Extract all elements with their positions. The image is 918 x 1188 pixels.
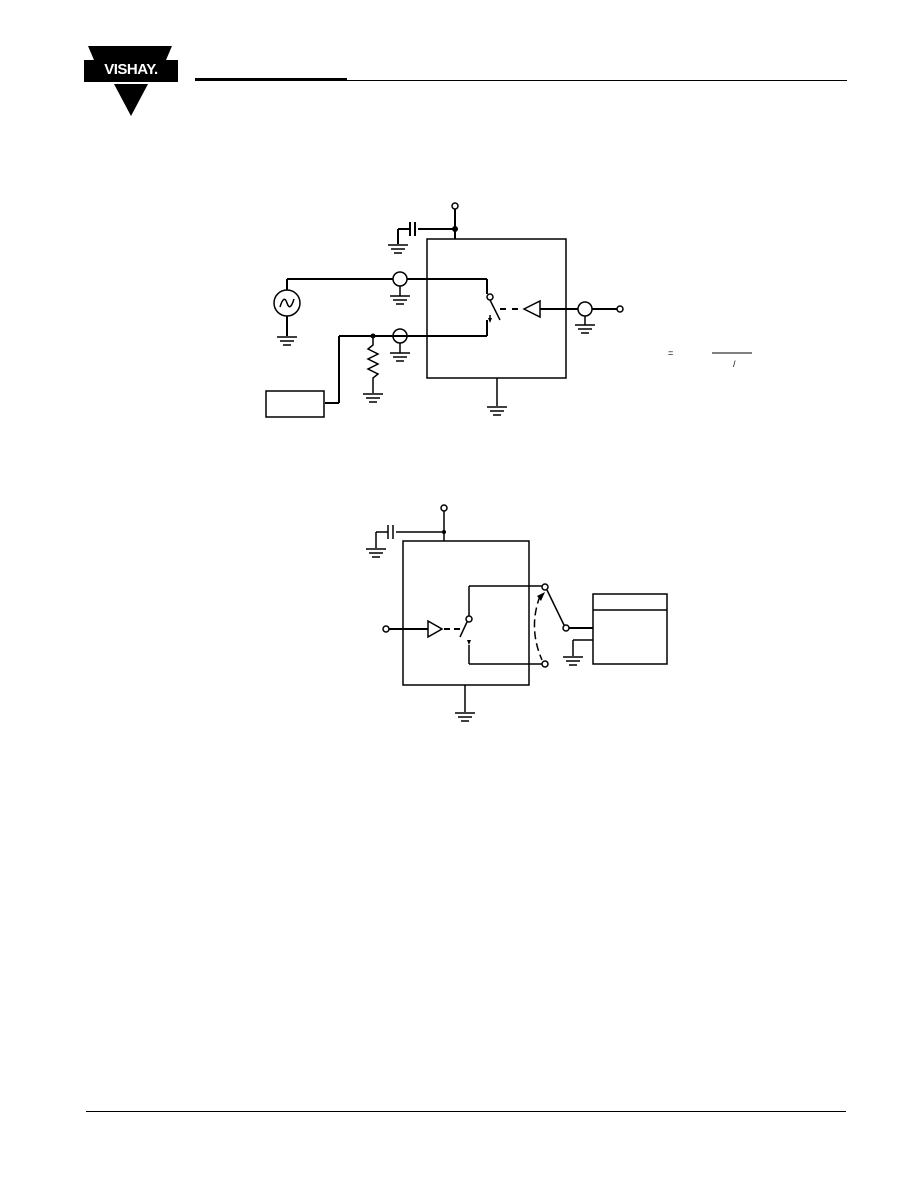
header-rule — [195, 78, 347, 81]
vishay-triangle-logo-icon — [84, 46, 178, 116]
analyzer-box — [265, 390, 325, 418]
ground-icon — [363, 393, 383, 403]
ground-icon — [366, 548, 386, 558]
ground-icon — [487, 406, 507, 416]
ic-box-2 — [402, 540, 530, 686]
scope-box — [592, 593, 668, 665]
input-terminal — [382, 625, 390, 633]
equation-slash: / — [733, 359, 736, 369]
header-rule-thin — [195, 80, 847, 81]
vishay-logo — [84, 44, 178, 118]
coax-connector-icon — [575, 301, 595, 334]
ground-icon — [277, 336, 297, 346]
resistor-icon — [366, 336, 380, 393]
switch-icon — [459, 585, 543, 665]
logo-text: VISHAY. — [104, 61, 158, 78]
ground-icon — [388, 244, 408, 254]
buffer-icon — [427, 619, 444, 639]
coax-connector-icon — [390, 271, 410, 305]
footer-rule — [86, 1111, 846, 1112]
ac-source-icon — [273, 289, 301, 317]
ground-icon — [455, 712, 475, 722]
equation-equals: = — [668, 348, 674, 358]
ground-icon — [563, 656, 583, 666]
control-terminal — [616, 305, 624, 313]
